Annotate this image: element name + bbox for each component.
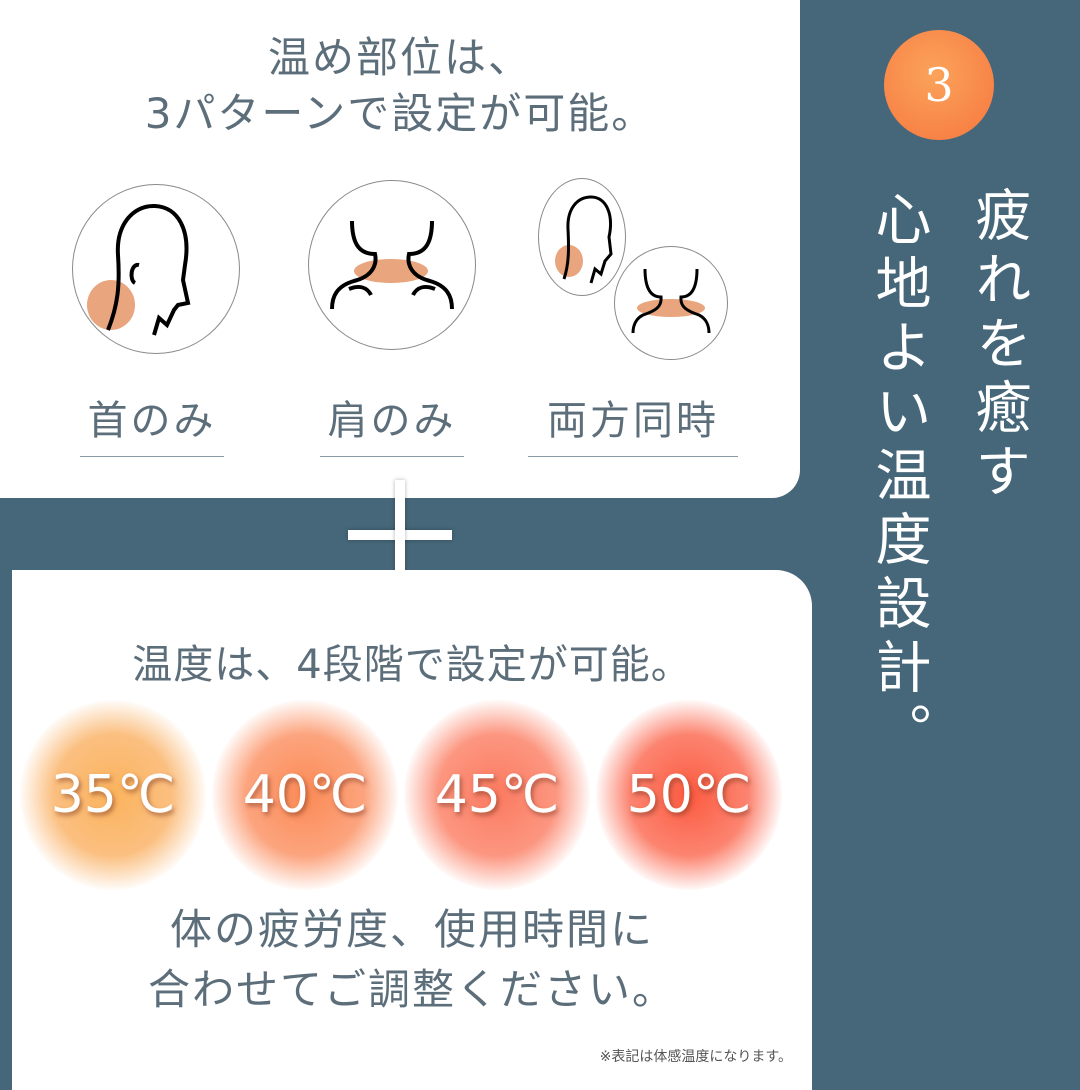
adjust-description: 体の疲労度、使用時間に 合わせてご調整ください。 <box>12 900 812 1020</box>
option-label-shoulders: 肩のみ <box>320 388 464 457</box>
desc-line-1: 体の疲労度、使用時間に <box>169 905 654 954</box>
title-line-2: 3パターンで設定が可能。 <box>144 89 656 138</box>
desc-line-2: 合わせてご調整ください。 <box>147 965 676 1014</box>
temperature-title: 温度は、4段階で設定が可能。 <box>132 642 692 688</box>
temp-35: 35℃ <box>20 700 206 890</box>
option-label-both: 両方同時 <box>528 388 738 457</box>
neck-only-icon <box>72 184 240 354</box>
temp-50: 50℃ <box>596 700 782 890</box>
title-line-1: 温め部位は、 <box>267 33 532 82</box>
both-neck-icon <box>538 178 626 296</box>
side-heading-col1: 疲れを癒す <box>966 186 1031 506</box>
side-heading-col2: 心地よい温度設計。 <box>866 190 931 766</box>
temp-45: 45℃ <box>404 700 590 890</box>
both-shoulders-icon <box>614 246 728 360</box>
heating-area-title: 温め部位は、 3パターンで設定が可能。 <box>0 30 800 142</box>
temp-40: 40℃ <box>212 700 398 890</box>
shoulders-only-icon <box>308 180 476 350</box>
option-label-neck: 首のみ <box>80 388 224 457</box>
plus-icon <box>348 480 452 590</box>
footnote: ※表記は体感温度になります。 <box>599 1049 792 1065</box>
step-number-badge: 3 <box>884 30 994 140</box>
